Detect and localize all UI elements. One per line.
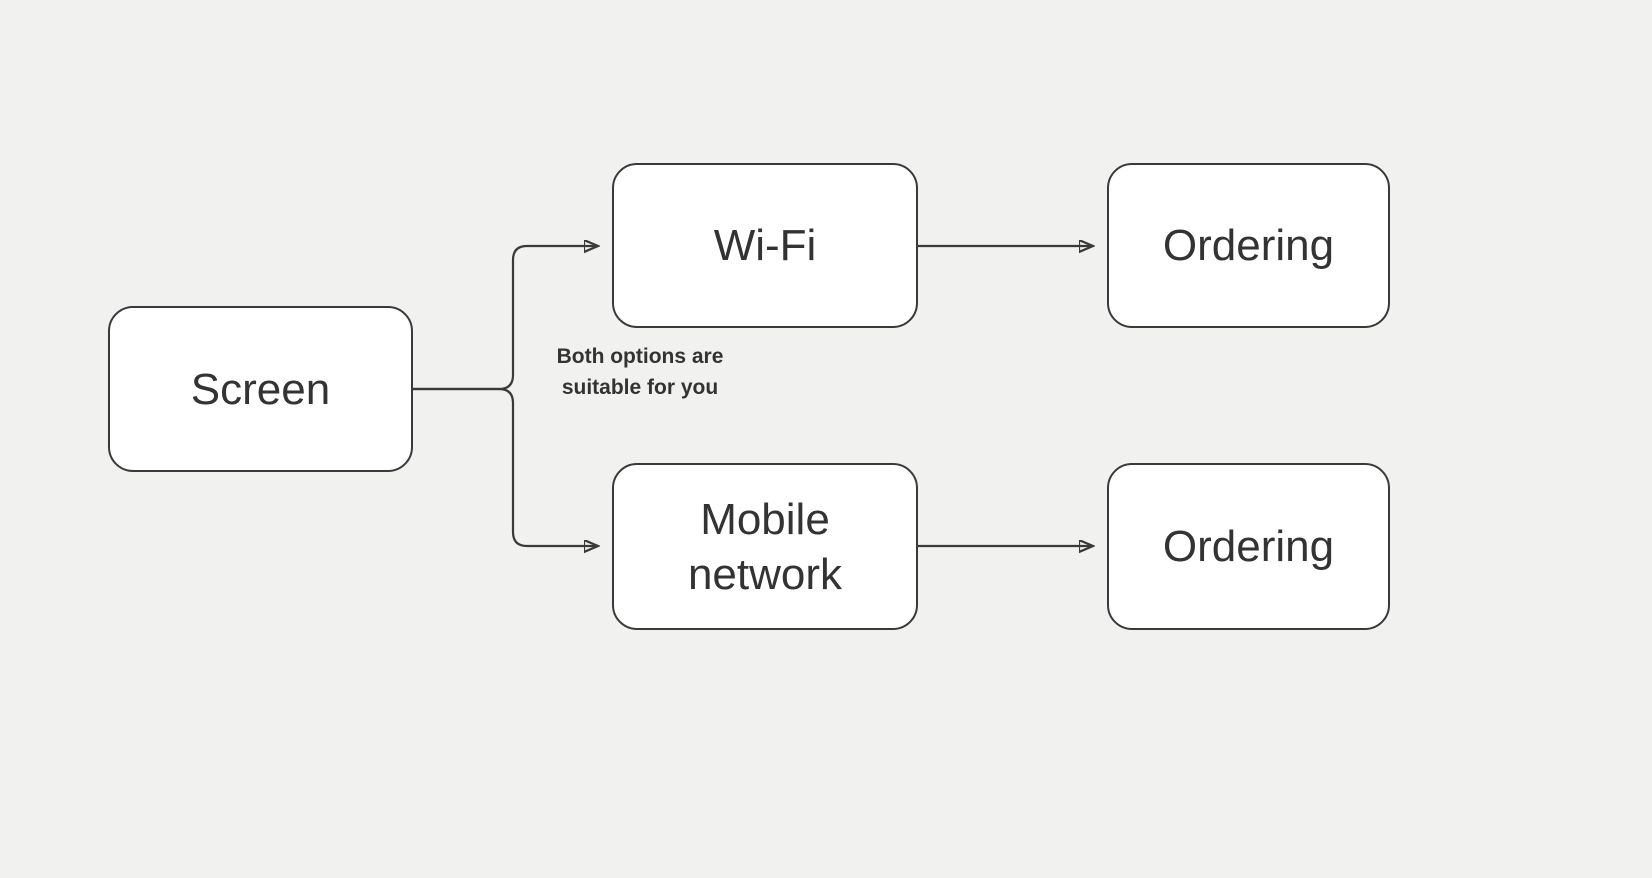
node-wifi: Wi-Fi (612, 163, 918, 328)
node-mobile-network: Mobile network (612, 463, 918, 630)
node-screen: Screen (108, 306, 413, 472)
node-ordering-top-label: Ordering (1162, 221, 1335, 270)
node-screen-label: Screen (190, 364, 331, 414)
node-mobile-network-label: Mobile network (687, 494, 843, 599)
node-ordering-bottom: Ordering (1107, 463, 1390, 630)
node-ordering-bottom-label: Ordering (1162, 522, 1335, 571)
edge-screen-to-wifi (413, 246, 597, 391)
node-ordering-top: Ordering (1107, 163, 1390, 328)
edge-label-both-options: Both options are suitable for you (556, 345, 724, 399)
edge-screen-to-mobile-network (413, 387, 597, 546)
node-wifi-label: Wi-Fi (713, 221, 817, 270)
